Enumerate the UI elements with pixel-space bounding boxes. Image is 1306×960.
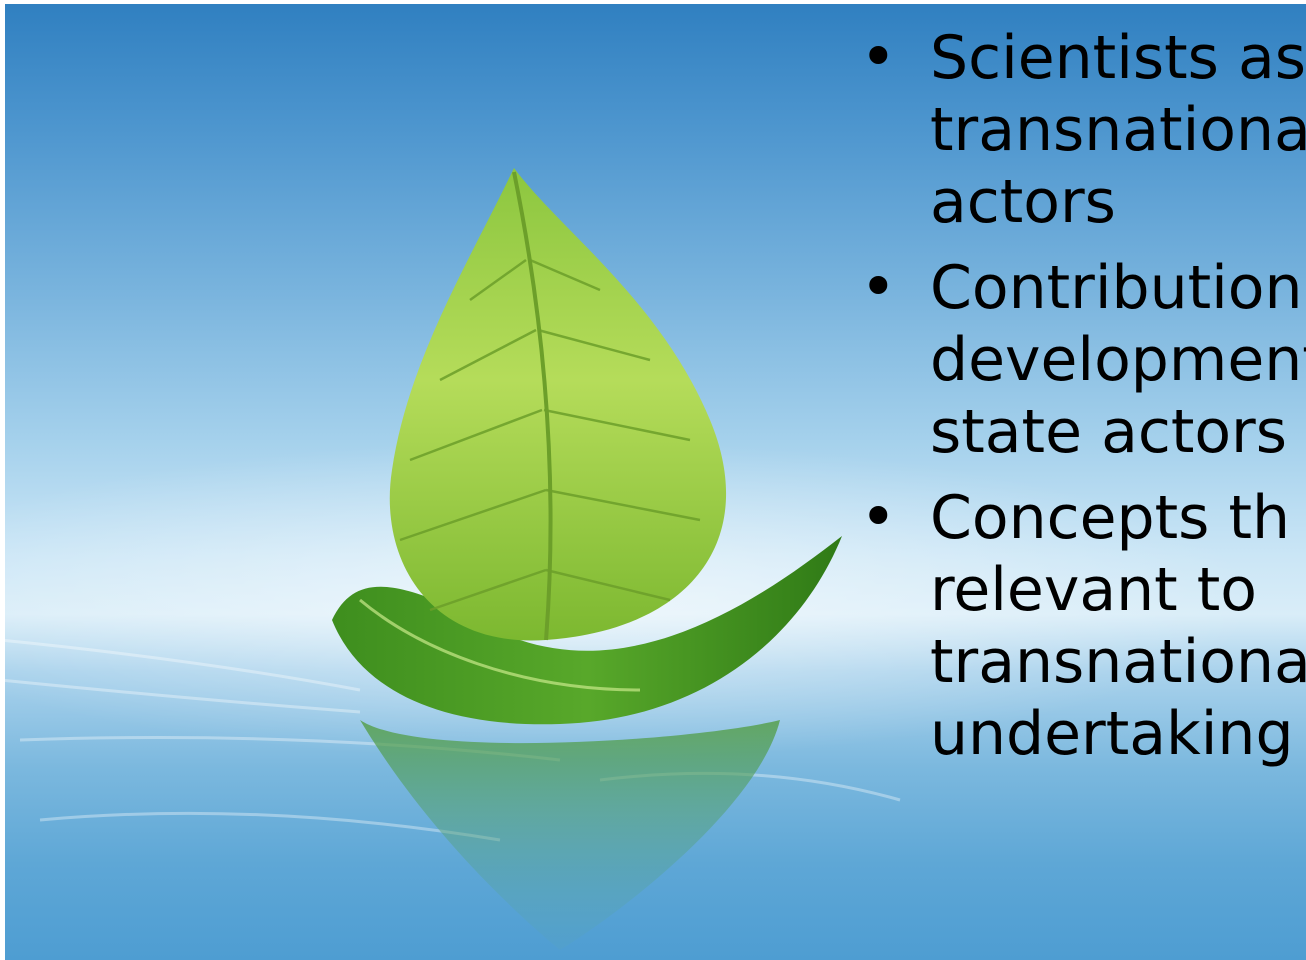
- bullet-item: • Concepts th relevant to transnational …: [860, 482, 1306, 770]
- bullet-line: Contribution: [930, 253, 1303, 323]
- bullet-line: actors: [930, 167, 1116, 237]
- bullet-line: transnational: [930, 627, 1306, 697]
- bullet-line: development: [930, 325, 1306, 395]
- bullet-marker: •: [860, 22, 897, 93]
- bullet-line: undertaking: [930, 699, 1294, 769]
- bullet-item: • Contribution development state actors: [860, 252, 1306, 468]
- bullet-line: relevant to: [930, 555, 1257, 625]
- bullet-marker: •: [860, 480, 897, 553]
- bullet-line: state actors: [930, 397, 1287, 467]
- bullet-list: • Scientists as transnational actors • C…: [860, 22, 1306, 952]
- hull-leaf: [332, 536, 842, 725]
- bullet-item: • Scientists as transnational actors: [860, 22, 1306, 238]
- bullet-line: Scientists as: [930, 23, 1306, 93]
- sail-leaf: [389, 168, 727, 641]
- leaf-reflection: [360, 720, 780, 950]
- bullet-line: transnational: [930, 95, 1306, 165]
- bullet-marker: •: [860, 250, 897, 323]
- bullet-line: Concepts th: [930, 483, 1291, 553]
